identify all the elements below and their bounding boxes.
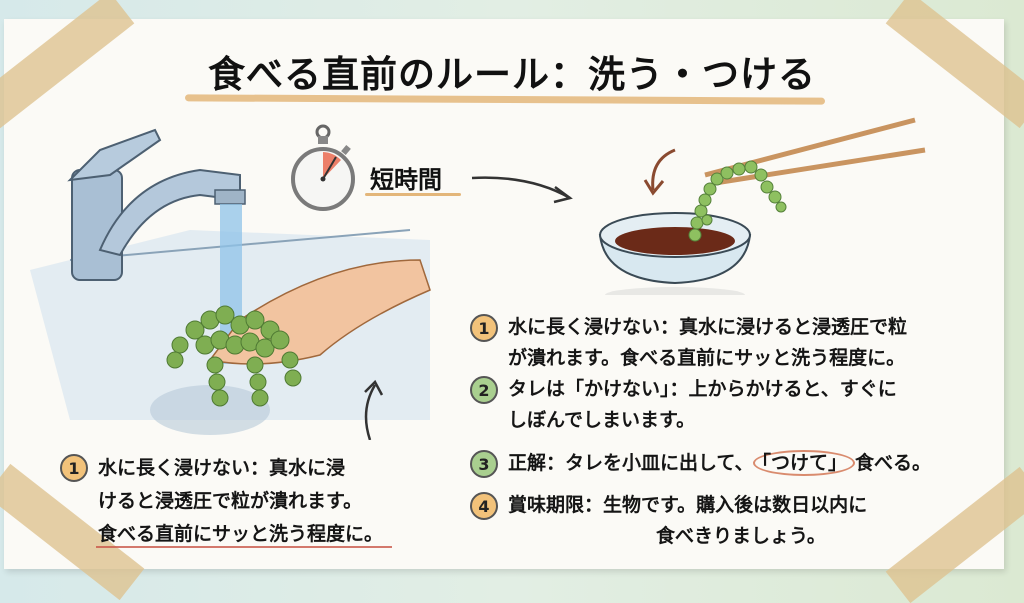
left-note-line-3: 食べる直前にサッと洗う程度に。 [98,523,384,545]
rule-item-2: 2 タレは「かけない」：上からかけると、すぐに しぼんでしまいます。 [470,374,897,436]
left-note-line-1: 水に長く浸けない：真水に浸 [98,457,346,479]
rule-item-3: 3 正解：タレを小皿に出して、「つけて」食べる。 [470,448,931,479]
left-note: 1 水に長く浸けない：真水に浸 けると浸透圧で粒が潰れます。 食べる直前にサッと… [60,452,383,551]
rule-3-prefix: 正解：タレを小皿に出して、 [508,452,754,474]
faucet-washing-illustration [30,128,431,440]
rule-4-line-2: 食べきりましょう。 [656,525,826,547]
dipping-sauce-illustration [598,117,926,295]
stopwatch-icon [291,124,355,211]
rule-2-line-2: しぼんでしまいます。 [508,409,696,431]
number-badge: 1 [60,454,88,482]
page-title: 食べる直前のルール：洗う・つける [208,53,816,96]
circled-highlight: 「つけて」 [753,450,855,476]
rule-item-1: 1 水に長く浸けない：真水に浸けると浸透圧で粒 が潰れます。食べる直前にサッと洗… [470,312,907,374]
timer-label: 短時間 [370,166,442,194]
number-badge: 3 [470,450,498,478]
rule-4-line-1: 賞味期限：生物です。購入後は数日以内に [508,494,868,516]
rule-1-line-1: 水に長く浸けない：真水に浸けると浸透圧で粒 [508,316,908,338]
number-badge: 1 [470,314,498,342]
rule-3-suffix: 食べる。 [855,452,932,474]
rule-2-line-1: タレは「かけない」：上からかけると、すぐに [508,378,897,400]
left-note-underline [96,546,392,548]
left-note-line-2: けると浸透圧で粒が潰れます。 [98,490,363,512]
curved-arrow-icon [471,176,573,204]
timer-underline [365,193,461,196]
number-badge: 4 [470,492,498,520]
number-badge: 2 [470,376,498,404]
rule-1-line-2: が潰れます。食べる直前にサッと洗う程度に。 [508,347,906,369]
rule-item-4: 4 賞味期限：生物です。購入後は数日以内に 食べきりましょう。 [470,490,867,552]
